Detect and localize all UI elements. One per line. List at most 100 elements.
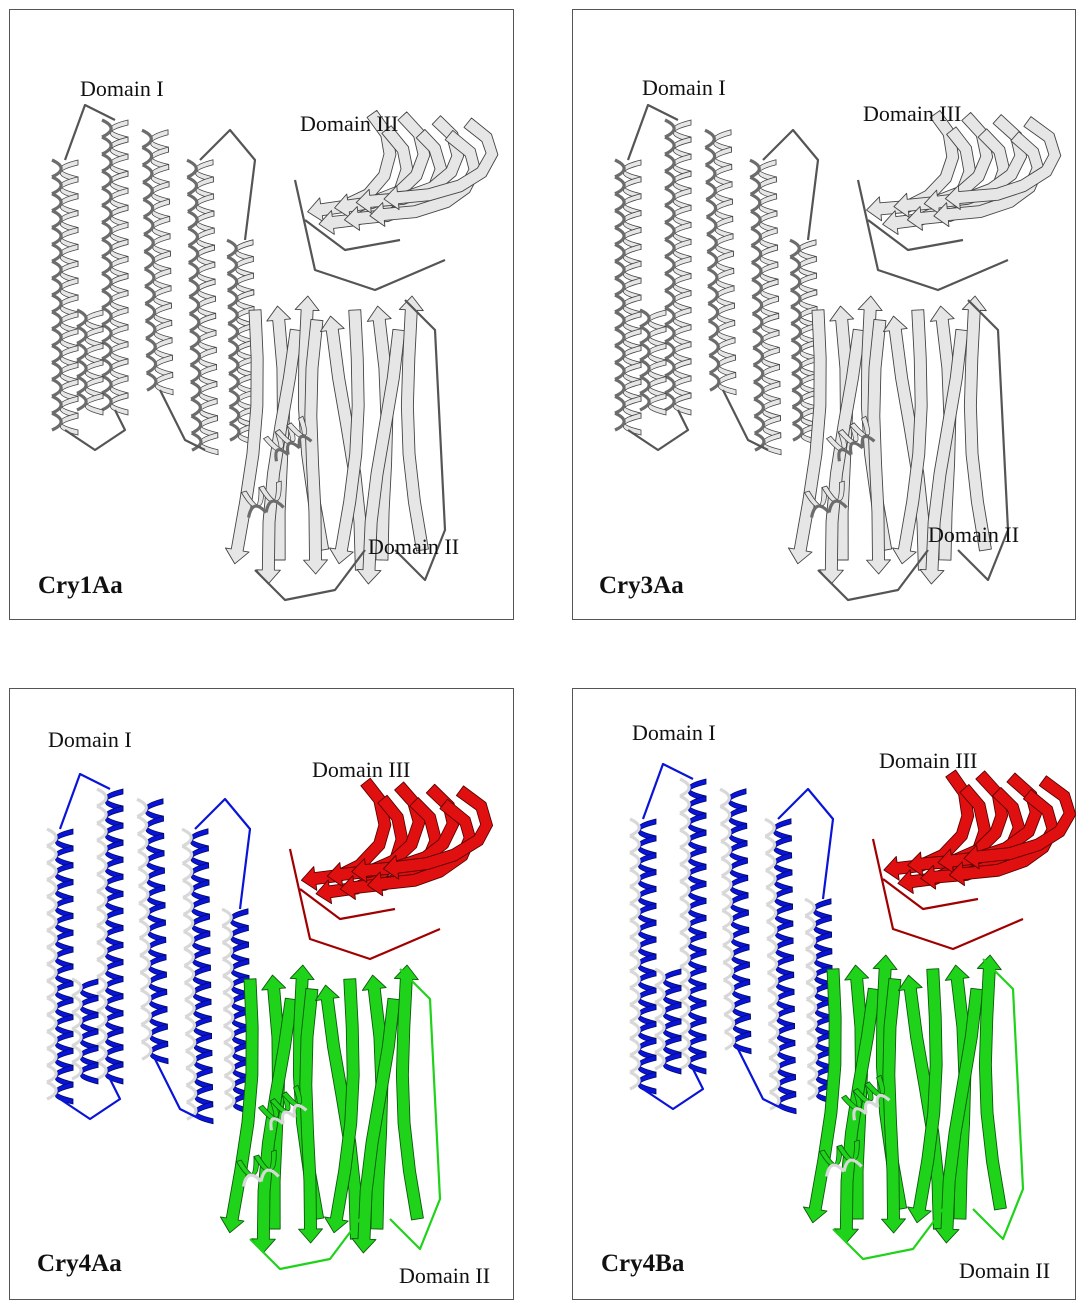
helix-back [141, 1007, 150, 1024]
label-domain-i: Domain I [48, 729, 132, 751]
helix-back [723, 928, 732, 945]
helix-back [224, 1009, 233, 1026]
helix-back [183, 863, 192, 880]
helix-back [141, 1025, 150, 1042]
helix-back [97, 943, 106, 960]
helix-back [52, 177, 61, 194]
helix-segment [688, 1052, 706, 1074]
helix-back [723, 963, 732, 980]
helix-back [189, 297, 198, 314]
helix-back [190, 331, 199, 348]
helix-back [792, 390, 801, 407]
helix-back [191, 365, 200, 382]
helix-back [630, 937, 639, 954]
helix-back [102, 120, 111, 137]
helix-back [102, 291, 111, 308]
helix-segment [105, 1062, 123, 1084]
helix-segment [673, 393, 691, 415]
helix-back [223, 943, 232, 960]
helix-back [138, 851, 147, 868]
helix-back [615, 312, 624, 329]
helix-back [228, 324, 237, 341]
helix-back [805, 899, 814, 916]
helix-back [185, 983, 194, 1000]
panel-cry1aa: Domain I Domain III Domain II Cry1Aa [9, 9, 514, 620]
helix-segment [663, 1052, 681, 1074]
helix-back [52, 295, 61, 312]
helix-back [141, 990, 150, 1007]
helix-back [615, 194, 624, 211]
helix-back [47, 1048, 56, 1065]
label-domain-i: Domain I [642, 77, 726, 99]
helix-back [52, 228, 61, 245]
helix-back [708, 269, 717, 286]
helix-back [140, 955, 149, 972]
helix-back [630, 887, 639, 904]
helix-back [189, 280, 198, 297]
helix-back [615, 228, 624, 245]
helix-back [768, 990, 777, 1007]
label-domain-i: Domain I [632, 722, 716, 744]
helix-back [225, 1076, 234, 1093]
helix-back [793, 424, 802, 441]
helix-back [223, 959, 232, 976]
helix-back [806, 949, 815, 966]
helix-back [47, 880, 56, 897]
helix-back [52, 312, 61, 329]
helix-back [720, 807, 729, 824]
helix-back [47, 930, 56, 947]
helix-back [97, 925, 106, 942]
helix-back [47, 1065, 56, 1082]
helix-back [791, 290, 800, 307]
helix-back [191, 416, 200, 433]
helix-back [228, 307, 237, 324]
helix-segment [733, 1031, 751, 1053]
helix-back [665, 222, 674, 239]
beta-strand [962, 296, 991, 551]
helix-back [102, 205, 111, 222]
structure-cry4aa [10, 689, 515, 1301]
helix-back [724, 997, 733, 1014]
helix-back [752, 297, 761, 314]
helix-back [793, 407, 802, 424]
panel-cry4ba: Domain I Domain III Domain II Cry4Ba [572, 688, 1076, 1300]
helix-back [723, 945, 732, 962]
helix-segment [80, 1062, 98, 1084]
structure-name: Cry1Aa [38, 573, 123, 598]
helix-back [665, 291, 674, 308]
helix-back [47, 1032, 56, 1049]
structure-cry4ba [573, 689, 1076, 1301]
helix-back [707, 252, 716, 269]
helix-back [147, 373, 156, 390]
helix-back [751, 246, 760, 263]
helix-back [768, 1007, 777, 1024]
helix-back [145, 269, 154, 286]
helix-back [183, 897, 192, 914]
helix-back [708, 286, 717, 303]
helix-back [630, 971, 639, 988]
helix-back [224, 1059, 233, 1076]
helix-back [47, 981, 56, 998]
helix-back [791, 324, 800, 341]
helix-segment [648, 393, 666, 415]
helix-back [710, 373, 719, 390]
helix-back [140, 973, 149, 990]
helix-back [680, 915, 689, 932]
helix-back [769, 1024, 778, 1041]
helix-back [750, 177, 759, 194]
label-domain-ii: Domain II [928, 524, 1019, 546]
helix-back [137, 799, 146, 816]
helix-back [185, 1000, 194, 1017]
helix-back [191, 399, 200, 416]
helix-back [630, 870, 639, 887]
helix-segment [200, 433, 218, 455]
helix-back [706, 182, 715, 199]
helix-back [630, 836, 639, 853]
helix-back [52, 346, 61, 363]
helix-back [191, 382, 200, 399]
helix-back [721, 859, 730, 876]
helix-back [754, 399, 763, 416]
label-domain-iii: Domain III [863, 103, 961, 125]
helix-back [102, 188, 111, 205]
helix-back [680, 796, 689, 813]
